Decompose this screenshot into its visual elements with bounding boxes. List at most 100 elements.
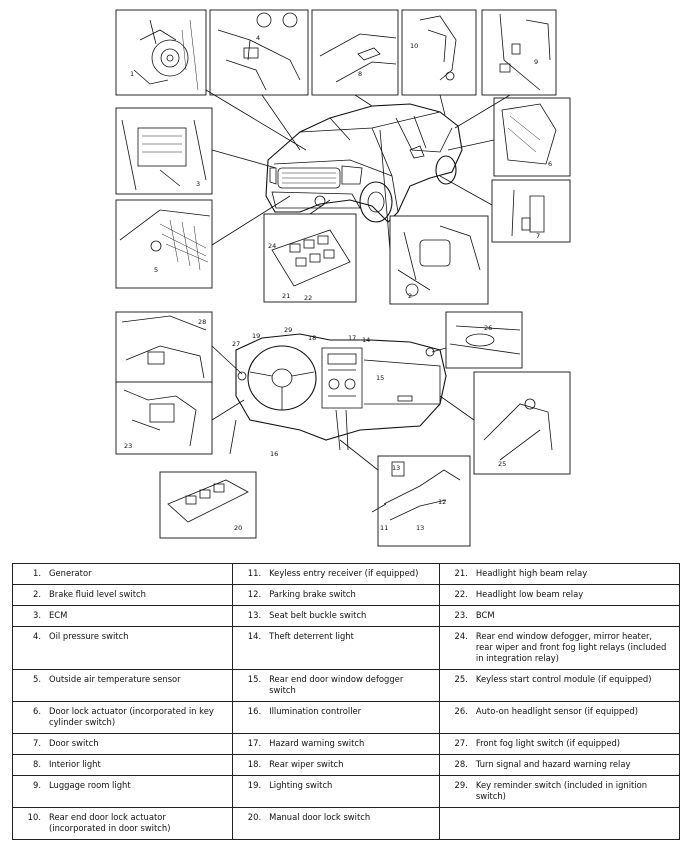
legend-number: 16.	[247, 706, 262, 716]
callout-7: 7	[536, 232, 540, 240]
inset-door-switch	[491, 179, 571, 243]
legend-cell: 16. Illumination controller	[232, 701, 440, 734]
legend-text: Generator	[49, 568, 92, 578]
legend-text: Door lock actuator (incorporated in key …	[49, 706, 214, 727]
legend-row: 9. Luggage room light 19. Lighting switch 29…	[11, 775, 681, 808]
legend-cell: 27.Front fog light switch (if equipped)	[438, 733, 681, 755]
legend-cell: 2.Brake fluid level switch	[11, 584, 234, 606]
legend-cell: 8.Interior light	[11, 754, 234, 776]
legend-cell: 15.Rear end door window defogger switch	[232, 669, 440, 702]
legend-text: Manual door lock switch	[269, 812, 371, 822]
legend-number: 12.	[247, 589, 262, 599]
legend-number: 19.	[247, 780, 262, 790]
legend-cell: 1. Generator	[11, 563, 234, 585]
legend-row: 10. Rear end door lock actuator (incorpor…	[11, 807, 681, 840]
legend-text: Lighting switch	[269, 780, 333, 790]
legend-number: 9.	[33, 780, 41, 790]
legend-text: Parking brake switch	[269, 589, 356, 599]
legend-number: 6.	[33, 706, 41, 716]
callout-27: 27	[232, 340, 240, 348]
legend-number: 1.	[33, 568, 41, 578]
callout-11: 11	[380, 524, 388, 532]
legend-number: 14.	[247, 631, 262, 641]
callout-15: 15	[376, 374, 384, 382]
legend-cell: 17. Hazard warning switch	[232, 733, 440, 755]
legend-number: 23.	[454, 610, 468, 620]
inset-bcm	[115, 381, 213, 455]
inset-keyless-start-module	[473, 371, 571, 475]
legend-text: BCM	[475, 610, 495, 620]
legend-number: 26.	[454, 706, 468, 716]
legend-row: 2.Brake fluid level switch 12. Parking bra…	[11, 584, 681, 606]
legend-number: 18.	[247, 759, 262, 769]
legend-cell: 11.Keyless entry receiver (if equipped)	[232, 563, 440, 585]
callout-10: 10	[410, 42, 418, 50]
legend-cell: 24.Rear end window defogger, mirror heat…	[438, 626, 681, 670]
legend-number: 28.	[454, 759, 468, 769]
legend-cell: 20.Manual door lock switch	[232, 807, 440, 840]
legend-number: 21.	[454, 568, 468, 578]
legend-number: 10.	[27, 812, 41, 822]
legend-text: Turn signal and hazard warning relay	[475, 759, 631, 769]
legend-number: 29.	[454, 780, 468, 790]
vehicle-illustration	[265, 103, 463, 223]
legend-text: Oil pressure switch	[49, 631, 129, 641]
callout-29: 29	[284, 326, 292, 334]
legend-body: 1. Generator 11.Keyless entry receiver (if…	[11, 563, 681, 840]
legend-cell: 28. Turn signal and hazard warning relay	[438, 754, 681, 776]
callout-17: 17	[348, 334, 356, 342]
dashboard-illustration	[235, 333, 447, 451]
callout-21: 21	[282, 292, 290, 300]
legend-text: Rear wiper switch	[269, 759, 344, 769]
inset-brake-fluid-switch	[389, 215, 489, 305]
callout-13b: 13	[416, 524, 424, 532]
legend-text: Auto-on headlight sensor (if equipped)	[475, 706, 638, 716]
legend-number: 24.	[454, 631, 468, 641]
inset-door-lock-actuator	[493, 97, 571, 177]
component-location-diagram: 1 2 3 4 5 6 7 8 9 10 11 12 13 13 14 15 1…	[115, 9, 571, 547]
inset-generator	[115, 9, 207, 96]
legend-text: Seat belt buckle switch	[269, 610, 367, 620]
callout-1: 1	[130, 70, 134, 78]
legend-text: Illumination controller	[269, 706, 362, 716]
legend-number: 17.	[247, 738, 262, 748]
legend-cell: 3. ECM	[11, 605, 234, 627]
callout-9: 9	[534, 58, 538, 66]
legend-text: ECM	[49, 610, 68, 620]
inset-ecm	[115, 107, 213, 195]
legend-number: 3.	[33, 610, 41, 620]
legend-row: 8.Interior light 18. Rear wiper switch 28. T…	[11, 754, 681, 776]
legend-cell: 10. Rear end door lock actuator (incorpor…	[11, 807, 234, 840]
legend-cell: 6. Door lock actuator (incorporated in ke…	[11, 701, 234, 734]
callout-12: 12	[438, 498, 446, 506]
callout-25: 25	[498, 460, 506, 468]
legend-cell: 5.Outside air temperature sensor	[11, 669, 234, 702]
legend-text: Keyless entry receiver (if equipped)	[269, 568, 419, 578]
inset-luggage-room-light	[481, 9, 557, 96]
inset-seat-belt-switch	[371, 455, 471, 547]
legend-number: 4.	[33, 631, 41, 641]
legend-text: Rear end door lock actuator (incorporate…	[49, 812, 171, 833]
callout-28: 28	[198, 318, 206, 326]
legend-text: Front fog light switch (if equipped)	[475, 738, 621, 748]
callout-6: 6	[548, 160, 552, 168]
callout-14: 14	[362, 336, 370, 344]
legend-text: Hazard warning switch	[269, 738, 365, 748]
legend-cell: 22.Headlight low beam relay	[438, 584, 681, 606]
legend-text: Luggage room light	[49, 780, 131, 790]
legend-row: 6. Door lock actuator (incorporated in ke…	[11, 701, 681, 734]
legend-text: Key reminder switch (included in ignitio…	[475, 780, 648, 801]
legend-text: Headlight high beam relay	[475, 568, 588, 578]
callout-18: 18	[308, 334, 316, 342]
legend-cell: 25.Keyless start control module (if equi…	[438, 669, 681, 702]
legend-cell: 9. Luggage room light	[11, 775, 234, 808]
legend-number: 22.	[454, 589, 468, 599]
callout-26: 26	[484, 324, 492, 332]
legend-number: 25.	[454, 674, 468, 684]
callout-22: 22	[304, 294, 312, 302]
legend-text: Rear end door window defogger switch	[269, 674, 404, 695]
callout-19: 19	[252, 332, 260, 340]
